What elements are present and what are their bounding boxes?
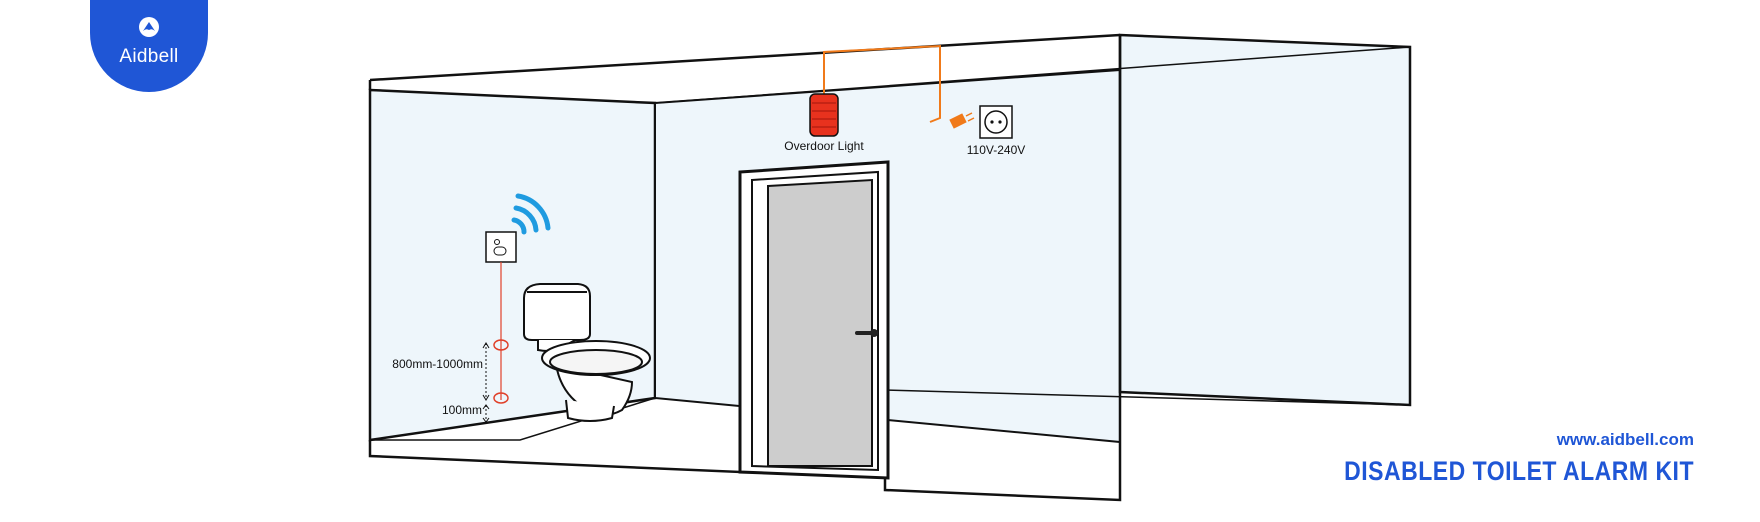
door xyxy=(767,178,873,467)
right-wall xyxy=(1118,33,1412,407)
power-socket-label: 110V-240V xyxy=(967,143,1026,157)
website-link[interactable]: www.aidbell.com xyxy=(1556,430,1694,449)
overdoor-light-icon xyxy=(809,93,839,137)
brand-badge[interactable]: Aidbell xyxy=(90,0,208,92)
back-wall-top xyxy=(654,46,1411,104)
pull-cord-ring-lower xyxy=(493,392,509,404)
left-wall-top xyxy=(369,33,1121,82)
height-dimension-marker xyxy=(482,342,490,423)
wifi-signal-icon xyxy=(511,193,551,235)
pull-cord-ring-upper xyxy=(493,339,509,351)
aidbell-logo-icon xyxy=(139,17,159,37)
brand-name: Aidbell xyxy=(119,46,179,67)
right-wall-base xyxy=(883,35,1122,502)
wall-socket-icon xyxy=(979,105,1013,139)
door-handle-icon xyxy=(855,329,878,337)
pull-cord-height-label: 800mm-1000mm xyxy=(392,357,483,371)
wiring-cable xyxy=(823,44,941,123)
floor-clearance-label: 100mm xyxy=(442,403,482,417)
floor-right-line xyxy=(884,389,1411,406)
overdoor-light-label: Overdoor Light xyxy=(784,139,864,153)
ceiling-pull-switch-icon xyxy=(485,231,517,263)
left-wall-base xyxy=(368,440,742,474)
door-frame-inner xyxy=(751,170,879,472)
power-plug-icon xyxy=(949,112,975,129)
kit-title: DISABLED TOILET ALARM KIT xyxy=(1344,456,1694,486)
toilet-icon xyxy=(523,283,651,422)
